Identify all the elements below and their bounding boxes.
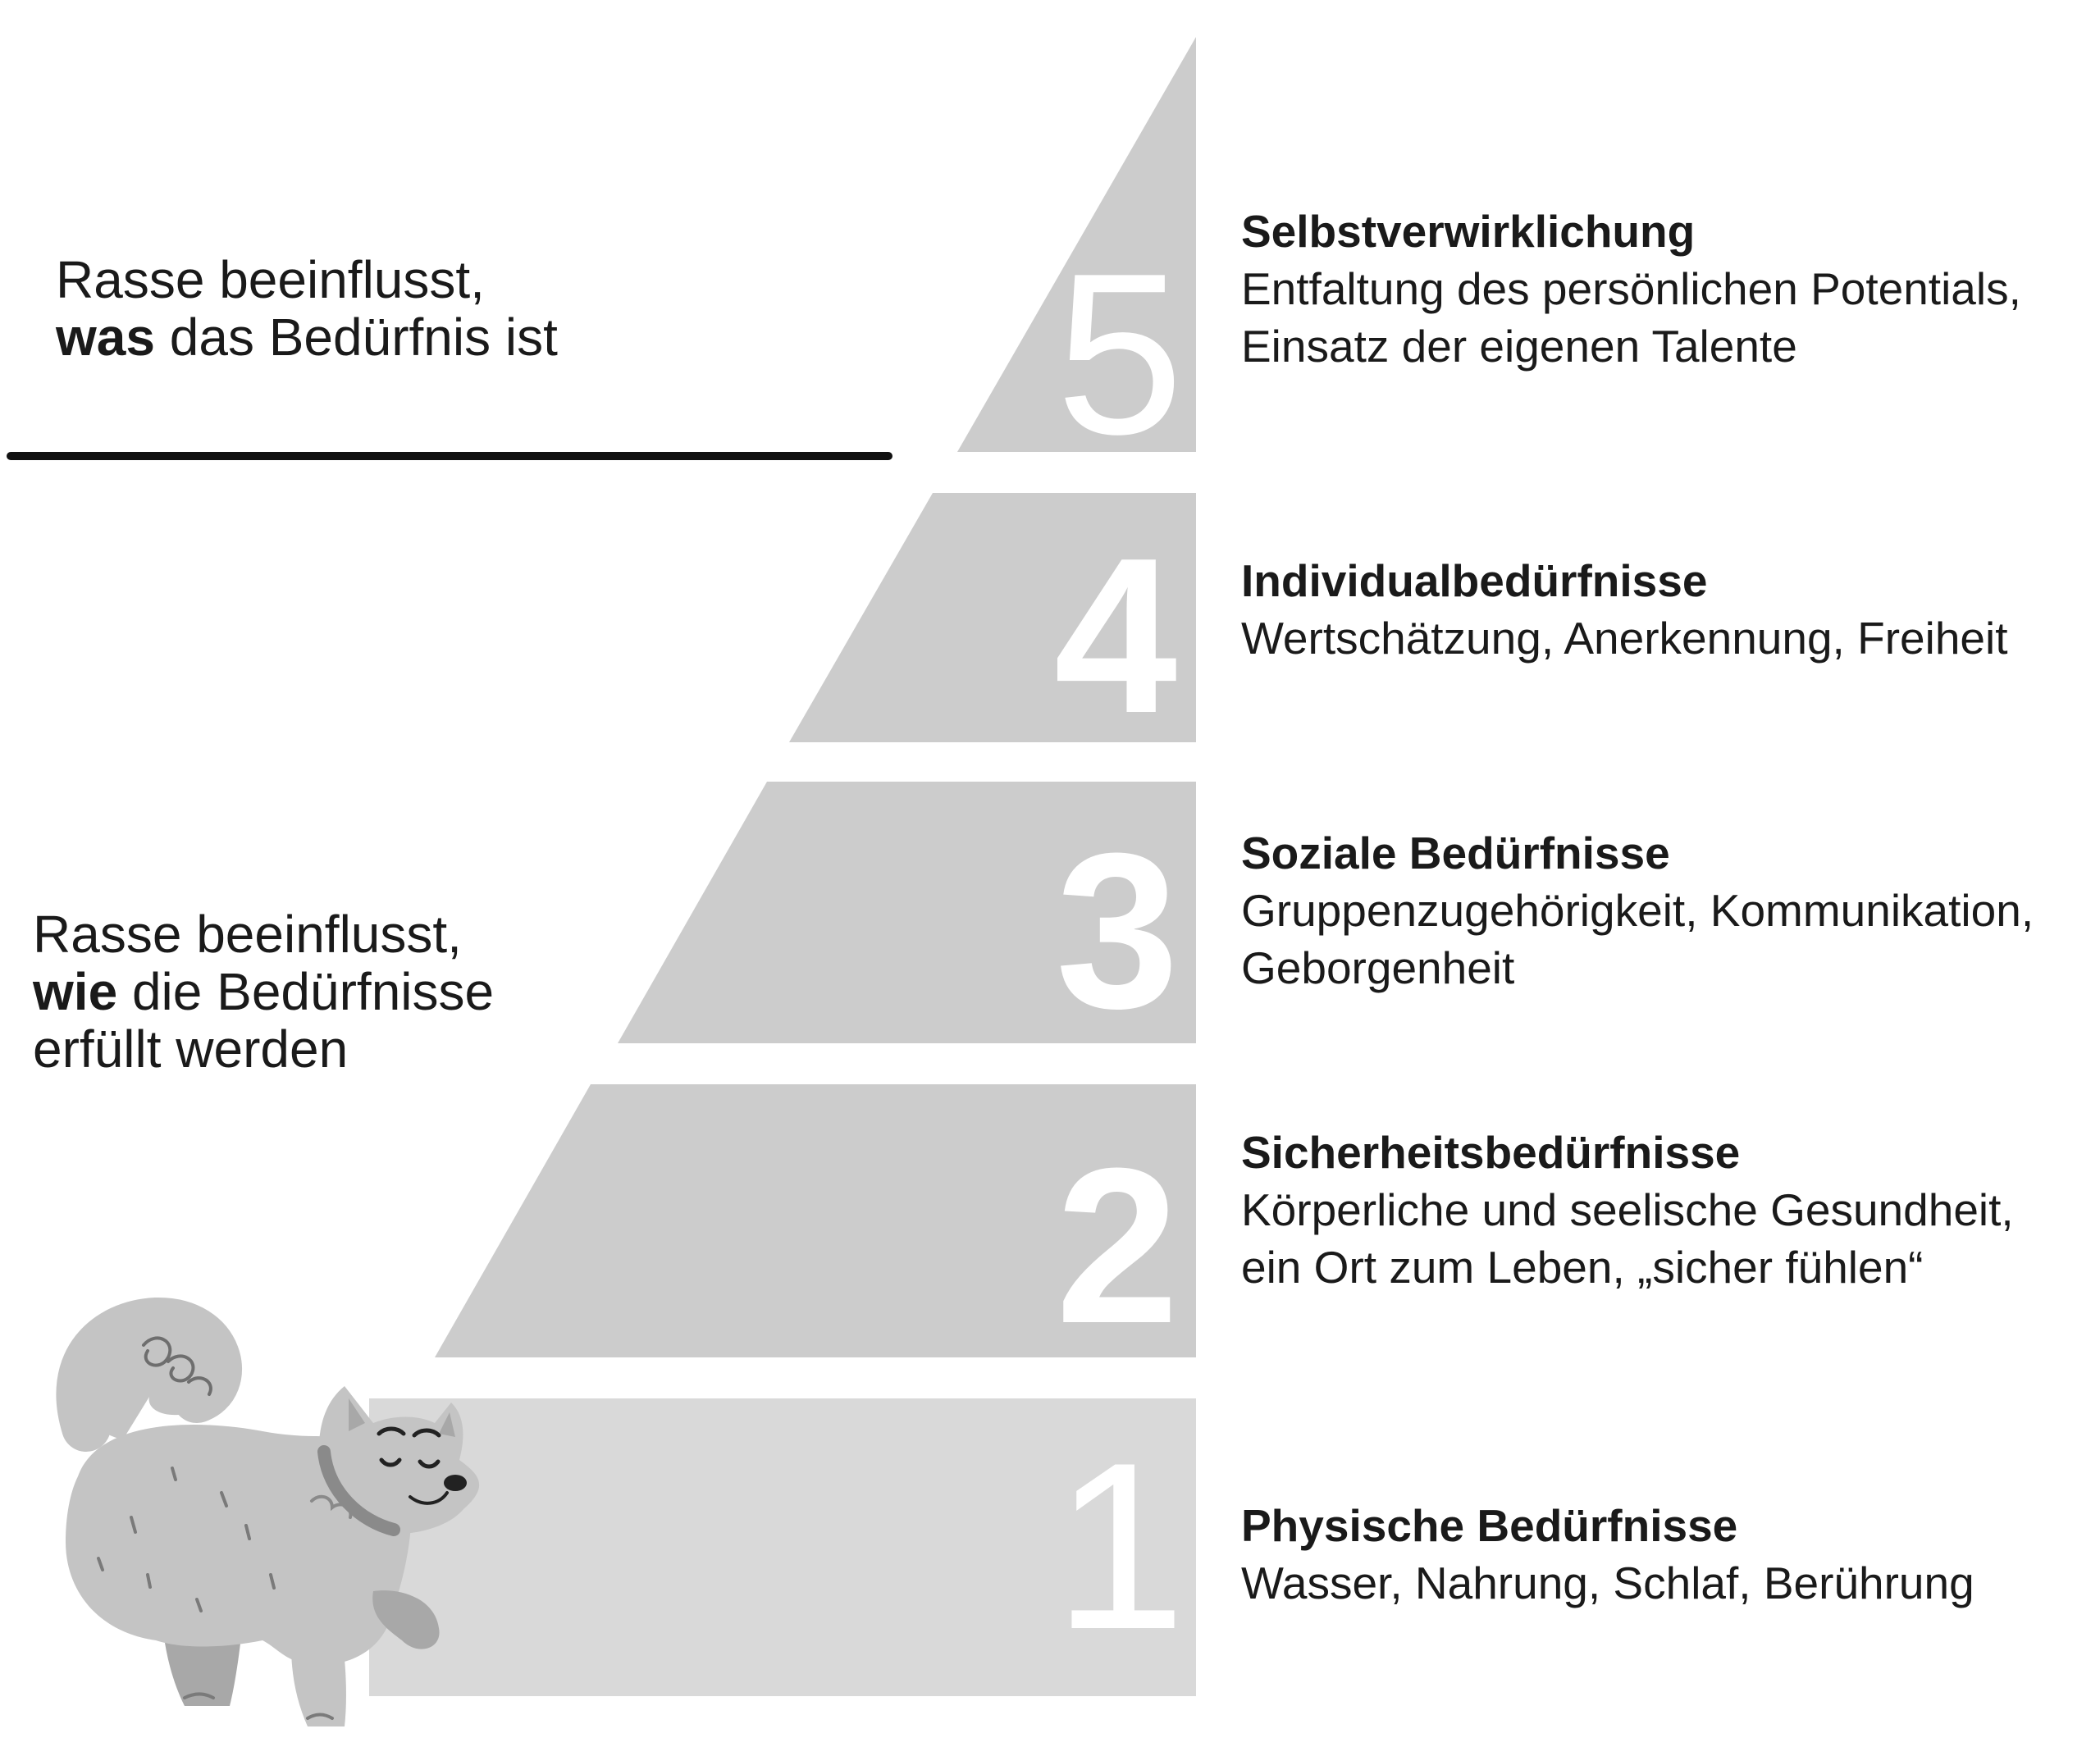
level-4-title: Individualbedürfnisse: [1241, 555, 1708, 606]
note-top-bold: was: [56, 308, 155, 367]
note-bottom-bold: wie: [33, 962, 118, 1021]
level-2-title: Sicherheitsbedürfnisse: [1241, 1127, 1741, 1178]
level-4-description: Individualbedürfnisse Wertschätzung, Ane…: [1241, 552, 2094, 667]
level-5-description: Selbstverwirklichung Entfaltung des pers…: [1241, 203, 2094, 375]
note-bottom-line3: erfüllt werden: [33, 1019, 349, 1079]
note-top-rest: das Bedürfnis ist: [154, 308, 558, 367]
tier-1: [369, 1398, 1196, 1696]
tier-3: [618, 782, 1196, 1043]
tier-number-1: 1: [1053, 1413, 1185, 1679]
level-2-desc-line2: ein Ort zum Leben, „sicher fühlen“: [1241, 1242, 1924, 1293]
breed-influence-what-note: Rasse beeinflusst, was das Bedürfnis ist: [56, 251, 558, 366]
level-1-desc-line1: Wasser, Nahrung, Schlaf, Berührung: [1241, 1558, 1974, 1608]
level-3-desc-line1: Gruppenzugehörigkeit, Kommunikation,: [1241, 885, 2034, 936]
tier-2: [435, 1084, 1196, 1357]
level-1-description: Physische Bedürfnisse Wasser, Nahrung, S…: [1241, 1497, 2094, 1612]
tier-number-4: 4: [1054, 513, 1179, 759]
level-5-title: Selbstverwirklichung: [1241, 206, 1696, 257]
level-2-desc-line1: Körperliche und seelische Gesundheit,: [1241, 1184, 2014, 1235]
tier-5: [957, 37, 1196, 452]
level-3-desc-line2: Geborgenheit: [1241, 942, 1515, 993]
note-top-line1: Rasse beeinflusst,: [56, 250, 485, 309]
level-3-description: Soziale Bedürfnisse Gruppenzugehörigkeit…: [1241, 824, 2094, 997]
level-4-desc-line1: Wertschätzung, Anerkennung, Freiheit: [1241, 613, 2008, 664]
dog-illustration-icon: [56, 1298, 480, 1726]
level-2-description: Sicherheitsbedürfnisse Körperliche und s…: [1241, 1124, 2094, 1296]
tier-4: [789, 493, 1196, 742]
note-bottom-rest: die Bedürfnisse: [117, 962, 495, 1021]
level-5-desc-line2: Einsatz der eigenen Talente: [1241, 321, 1797, 372]
note-bottom-line1: Rasse beeinflusst,: [33, 905, 462, 964]
tier-number-5: 5: [1056, 226, 1184, 482]
divider-line: [7, 452, 892, 460]
level-1-title: Physische Bedürfnisse: [1241, 1500, 1738, 1551]
tier-number-2: 2: [1056, 1123, 1179, 1370]
tier-number-3: 3: [1056, 808, 1179, 1055]
level-3-title: Soziale Bedürfnisse: [1241, 828, 1670, 878]
breed-influence-how-note: Rasse beeinflusst, wie die Bedürfnisse e…: [33, 905, 494, 1078]
level-5-desc-line1: Entfaltung des persönlichen Potentials,: [1241, 263, 2021, 314]
